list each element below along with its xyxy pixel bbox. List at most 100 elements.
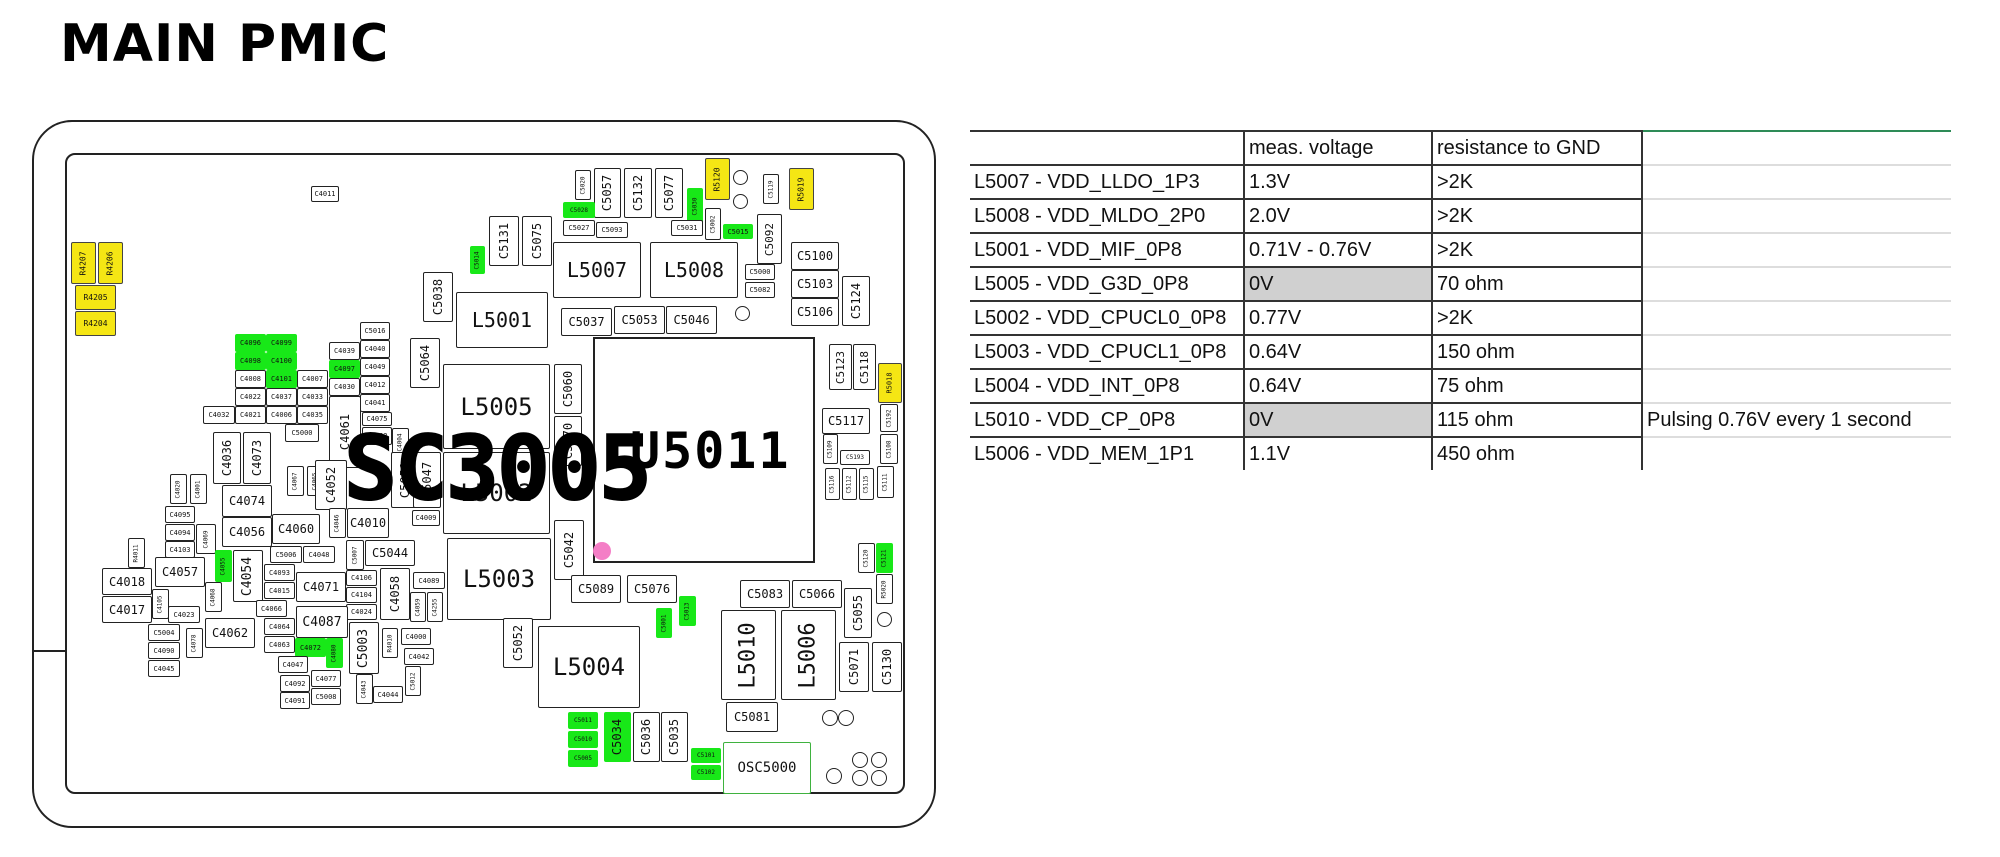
component-c5117[interactable]: C5117 (822, 408, 870, 434)
component-c4072[interactable]: C4072 (295, 638, 326, 657)
component-c5075[interactable]: C5075 (522, 216, 552, 266)
component-c5006[interactable]: C5006 (270, 546, 302, 563)
component-c4074[interactable]: C4074 (222, 485, 272, 517)
component-c5192[interactable]: C5192 (880, 404, 898, 432)
component-c5052[interactable]: C5052 (503, 618, 533, 668)
component-c5055[interactable]: C5055 (844, 588, 872, 638)
component-c5121[interactable]: C5121 (876, 543, 893, 573)
component-c4006[interactable]: C4006 (266, 406, 297, 424)
component-c5036[interactable]: C5036 (633, 712, 660, 762)
component-c4092[interactable]: C4092 (280, 675, 310, 692)
resistance-cell[interactable]: 70 ohm (1431, 266, 1643, 302)
component-c5076[interactable]: C5076 (627, 575, 677, 603)
component-c5081[interactable]: C5081 (726, 702, 778, 732)
component-c4104[interactable]: C4104 (346, 587, 377, 603)
component-c5002[interactable]: C5002 (705, 208, 721, 240)
component-l5001[interactable]: L5001 (456, 292, 548, 348)
component-c5077[interactable]: C5077 (655, 168, 683, 218)
component-c4012[interactable]: C4012 (360, 376, 390, 394)
component-c5064[interactable]: C5064 (410, 338, 440, 388)
note-cell[interactable] (1641, 436, 1951, 470)
component-l5010[interactable]: L5010 (721, 610, 776, 700)
note-cell[interactable] (1641, 164, 1951, 200)
component-c5111[interactable]: C5111 (877, 466, 894, 498)
component-c4024[interactable]: C4024 (346, 604, 377, 620)
component-c5034[interactable]: C5034 (604, 712, 631, 762)
component-c4023[interactable]: C4023 (168, 606, 200, 623)
component-c5101[interactable]: C5101 (691, 748, 721, 763)
component-c4022[interactable]: C4022 (235, 388, 266, 406)
voltage-cell[interactable]: 0.64V (1243, 368, 1433, 404)
component-c4000[interactable]: C4000 (401, 628, 431, 645)
component-c4020[interactable]: C4020 (170, 474, 187, 504)
component-c5016[interactable]: C5016 (360, 322, 390, 340)
resistance-cell[interactable]: >2K (1431, 164, 1643, 200)
component-c4068[interactable]: C4068 (205, 582, 222, 612)
component-c5193[interactable]: C5193 (840, 450, 870, 465)
component-c5057[interactable]: C5057 (594, 168, 621, 218)
component-c5035[interactable]: C5035 (661, 712, 688, 762)
component-c4046[interactable]: C4046 (329, 508, 346, 538)
resistance-cell[interactable]: 150 ohm (1431, 334, 1643, 370)
component-c4060[interactable]: C4060 (272, 514, 320, 544)
rail-cell[interactable]: L5003 - VDD_CPUCL1_0P8 (970, 334, 1245, 370)
component-c4047[interactable]: C4047 (278, 656, 308, 673)
component-c5093[interactable]: C5093 (596, 222, 628, 238)
component-c4101[interactable]: C4101 (266, 370, 297, 388)
component-c4007[interactable]: C4007 (297, 370, 328, 388)
pmic-chip-outline[interactable] (593, 337, 815, 563)
component-c4054[interactable]: C4054 (233, 550, 263, 602)
component-c4049[interactable]: C4049 (360, 358, 390, 376)
component-c4052[interactable]: C4052 (315, 460, 347, 510)
component-c4093[interactable]: C4093 (264, 564, 295, 581)
component-c4018[interactable]: C4018 (102, 568, 152, 595)
component-c5115[interactable]: C5115 (859, 468, 874, 500)
component-l5007[interactable]: L5007 (553, 242, 641, 298)
component-c5010[interactable]: C5010 (568, 731, 598, 748)
component-c4095[interactable]: C4095 (165, 506, 195, 523)
component-r5120[interactable]: R5120 (705, 158, 730, 200)
component-r5018[interactable]: R5018 (878, 363, 902, 403)
component-c5000[interactable]: C5000 (285, 424, 319, 442)
component-c4066[interactable]: C4066 (256, 600, 287, 617)
component-r4204[interactable]: R4204 (75, 311, 116, 336)
component-r4205[interactable]: R4205 (75, 285, 116, 310)
header-cell[interactable] (970, 130, 1245, 166)
component-c4035[interactable]: C4035 (297, 406, 328, 424)
rail-cell[interactable]: L5010 - VDD_CP_0P8 (970, 402, 1245, 438)
note-cell[interactable]: Pulsing 0.76V every 1 second (1641, 402, 1951, 438)
resistance-cell[interactable]: >2K (1431, 198, 1643, 234)
component-c5071[interactable]: C5071 (839, 642, 869, 692)
voltage-cell[interactable]: 0.64V (1243, 334, 1433, 370)
component-c4094[interactable]: C4094 (165, 524, 195, 541)
component-c4098[interactable]: C4098 (235, 352, 266, 370)
component-c5011[interactable]: C5011 (568, 712, 598, 729)
component-c5132[interactable]: C5132 (624, 168, 652, 218)
component-c4032[interactable]: C4032 (203, 406, 235, 424)
rail-cell[interactable]: L5002 - VDD_CPUCL0_0P8 (970, 300, 1245, 336)
component-c4071[interactable]: C4071 (296, 572, 346, 602)
component-c5103[interactable]: C5103 (791, 270, 839, 298)
note-cell[interactable] (1641, 300, 1951, 336)
component-c4064[interactable]: C4064 (264, 618, 295, 635)
component-c4045[interactable]: C4045 (148, 660, 180, 677)
component-c5070[interactable]: C5070 (554, 416, 582, 466)
component-c4062[interactable]: C4062 (205, 618, 255, 648)
rail-cell[interactable]: L5005 - VDD_G3D_0P8 (970, 266, 1245, 302)
component-c5031[interactable]: C5031 (671, 220, 703, 236)
component-c5015[interactable]: C5015 (723, 224, 753, 239)
component-c4078[interactable]: C4078 (186, 628, 203, 658)
component-c4105[interactable]: C4105 (152, 589, 169, 619)
voltage-cell[interactable]: 0.71V - 0.76V (1243, 232, 1433, 268)
component-c5130[interactable]: C5130 (872, 642, 902, 692)
rail-cell[interactable]: L5001 - VDD_MIF_0P8 (970, 232, 1245, 268)
component-c5124[interactable]: C5124 (842, 276, 870, 326)
component-r4207[interactable]: R4207 (71, 242, 96, 284)
header-cell[interactable] (1641, 130, 1951, 166)
component-c4039[interactable]: C4039 (329, 342, 360, 360)
rail-cell[interactable]: L5008 - VDD_MLDO_2P0 (970, 198, 1245, 234)
component-c4040[interactable]: C4040 (360, 340, 390, 358)
component-c5053[interactable]: C5053 (614, 306, 665, 334)
component-c5083[interactable]: C5083 (740, 580, 790, 608)
rail-cell[interactable]: L5004 - VDD_INT_0P8 (970, 368, 1245, 404)
